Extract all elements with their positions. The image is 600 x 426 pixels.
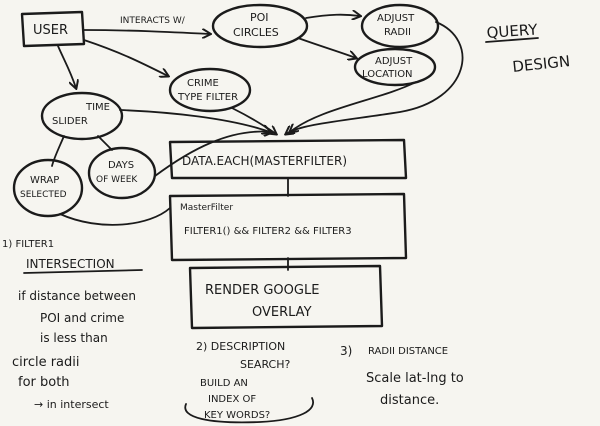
radii-label1: ADJUST bbox=[377, 13, 415, 24]
master-label1: MasterFilter bbox=[180, 203, 233, 213]
note1-line5: for both bbox=[18, 375, 70, 390]
note1-line6: → in intersect bbox=[34, 398, 109, 411]
note1-title: INTERSECTION bbox=[26, 257, 115, 271]
crime-type-filter-node: CRIME TYPE FILTER bbox=[168, 67, 252, 113]
note3-line2: RADII DISTANCE bbox=[368, 346, 448, 357]
master-label2: FILTER1() && FILTER2 && FILTER3 bbox=[184, 226, 352, 237]
location-label1: ADJUST bbox=[375, 56, 413, 67]
time-slider-node: TIME SLIDER bbox=[40, 91, 124, 141]
note3-line4: distance. bbox=[380, 393, 439, 408]
line-time-days bbox=[97, 135, 113, 151]
time-label2: SLIDER bbox=[52, 116, 88, 127]
radii-ellipse bbox=[360, 3, 440, 49]
note1-underline bbox=[23, 269, 143, 274]
render-overlay-node: RENDER GOOGLE OVERLAY bbox=[188, 264, 384, 330]
arrow-wrap-data bbox=[59, 207, 171, 226]
title-line1: QUERY bbox=[486, 20, 539, 42]
interacts-label: INTERACTS W/ bbox=[120, 16, 186, 26]
data-box bbox=[168, 138, 408, 180]
note1-line1: if distance between bbox=[18, 289, 136, 303]
wrap-selected-node: WRAP SELECTED bbox=[12, 158, 84, 218]
note3-line3: Scale lat-lng to bbox=[366, 371, 464, 386]
note-radii-distance: 3) RADII DISTANCE Scale lat-lng to dista… bbox=[340, 344, 464, 408]
arrow-user-poi bbox=[83, 30, 210, 34]
note1-line4: circle radii bbox=[12, 355, 80, 370]
arrow-poi-radii bbox=[305, 15, 360, 18]
master-box bbox=[168, 192, 408, 262]
note-filter1: 1) FILTER1 INTERSECTION if distance betw… bbox=[2, 239, 143, 411]
crime-label1: CRIME bbox=[187, 78, 219, 89]
arrow-location-data bbox=[290, 81, 417, 132]
adjust-location-node: ADJUST LOCATION bbox=[353, 47, 437, 87]
note3-line1: 3) bbox=[340, 344, 352, 358]
wrap-label2: SELECTED bbox=[20, 190, 67, 200]
poi-label2: CIRCLES bbox=[233, 26, 279, 39]
title-underline bbox=[485, 37, 539, 43]
arrow-crime-data bbox=[231, 107, 276, 134]
days-ellipse bbox=[87, 146, 157, 200]
note2-line3: BUILD AN bbox=[200, 378, 248, 389]
crime-label2: TYPE FILTER bbox=[177, 92, 238, 103]
note2-line1: 2) DESCRIPTION bbox=[196, 340, 285, 353]
arrow-radii-data bbox=[286, 21, 464, 134]
note1-line3: is less than bbox=[40, 331, 108, 345]
arrow-poi-location bbox=[297, 37, 356, 58]
location-label2: LOCATION bbox=[362, 69, 413, 80]
location-ellipse bbox=[353, 47, 437, 87]
render-label1: RENDER GOOGLE bbox=[205, 283, 319, 298]
note2-line4: INDEX OF bbox=[208, 394, 256, 405]
wrap-ellipse bbox=[12, 158, 84, 218]
note2-line2: SEARCH? bbox=[240, 358, 291, 371]
user-node: USER bbox=[20, 10, 86, 48]
user-box bbox=[20, 10, 86, 48]
time-label1: TIME bbox=[85, 102, 110, 113]
note2-line5: KEY WORDS? bbox=[204, 410, 270, 421]
user-label: USER bbox=[33, 23, 68, 38]
data-each-node: DATA.EACH(MASTERFILTER) bbox=[168, 138, 408, 180]
master-filter-node: MasterFilter FILTER1() && FILTER2 && FIL… bbox=[168, 192, 408, 262]
arrow-user-time bbox=[57, 45, 76, 88]
radii-label2: RADII bbox=[384, 27, 411, 38]
arrow-time-data bbox=[119, 109, 270, 132]
title-line2: DESIGN bbox=[512, 52, 571, 76]
days-label1: DAYS bbox=[108, 160, 134, 171]
days-label2: OF WEEK bbox=[96, 175, 138, 185]
arrow-user-crime bbox=[83, 39, 168, 76]
poi-label1: POI bbox=[250, 11, 269, 24]
render-box bbox=[188, 264, 384, 330]
poi-circles-node: POI CIRCLES bbox=[211, 3, 309, 49]
wrap-label1: WRAP bbox=[30, 175, 59, 186]
note-description-search: 2) DESCRIPTION SEARCH? BUILD AN INDEX OF… bbox=[184, 340, 315, 424]
crime-ellipse bbox=[168, 67, 252, 113]
days-of-week-node: DAYS OF WEEK bbox=[87, 146, 157, 200]
time-ellipse bbox=[40, 91, 124, 141]
note1-line2: POI and crime bbox=[40, 311, 124, 325]
poi-ellipse bbox=[211, 3, 309, 49]
note2-underline bbox=[184, 397, 315, 424]
note1-label: 1) FILTER1 bbox=[2, 239, 54, 250]
data-label: DATA.EACH(MASTERFILTER) bbox=[182, 154, 347, 168]
title: QUERY DESIGN bbox=[485, 20, 571, 76]
line-time-wrap bbox=[51, 135, 65, 167]
adjust-radii-node: ADJUST RADII bbox=[360, 3, 440, 49]
render-label2: OVERLAY bbox=[252, 305, 312, 320]
